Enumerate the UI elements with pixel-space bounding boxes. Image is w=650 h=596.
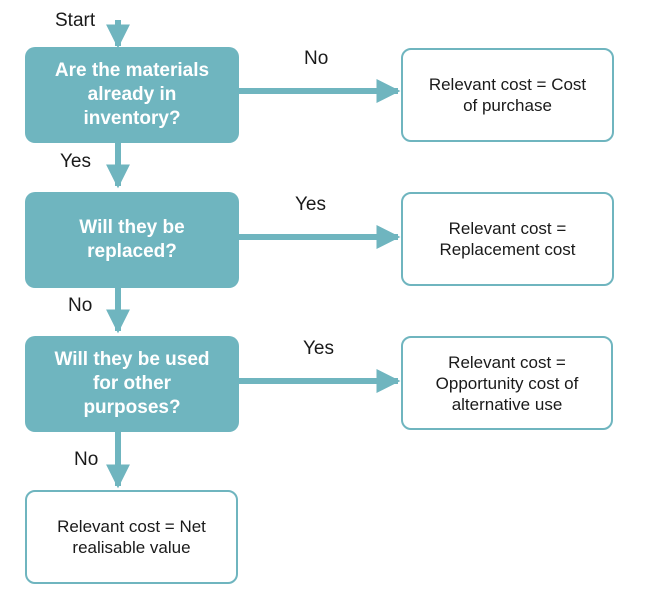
decision-will-be-replaced: Will they be replaced? xyxy=(25,192,239,288)
edge-label-q3-side: Yes xyxy=(303,338,334,359)
decision-used-for-other-purposes: Will they be used for other purposes? xyxy=(25,336,239,432)
start-label: Start xyxy=(55,10,96,31)
outcome-replacement-cost: Relevant cost = Replacement cost xyxy=(401,192,614,286)
edge-label-q3-down: No xyxy=(74,449,99,470)
outcome-net-realisable-value: Relevant cost = Net realisable value xyxy=(25,490,238,584)
edge-label-q2-down: No xyxy=(68,295,93,316)
outcome-cost-of-purchase: Relevant cost = Cost of purchase xyxy=(401,48,614,142)
edge-label-q2-side: Yes xyxy=(295,194,326,215)
decision-materials-in-inventory: Are the materials already in inventory? xyxy=(25,47,239,143)
outcome-opportunity-cost: Relevant cost = Opportunity cost of alte… xyxy=(401,336,613,430)
edge-label-q1-side: No xyxy=(304,48,329,69)
edge-label-q1-down: Yes xyxy=(60,151,91,172)
